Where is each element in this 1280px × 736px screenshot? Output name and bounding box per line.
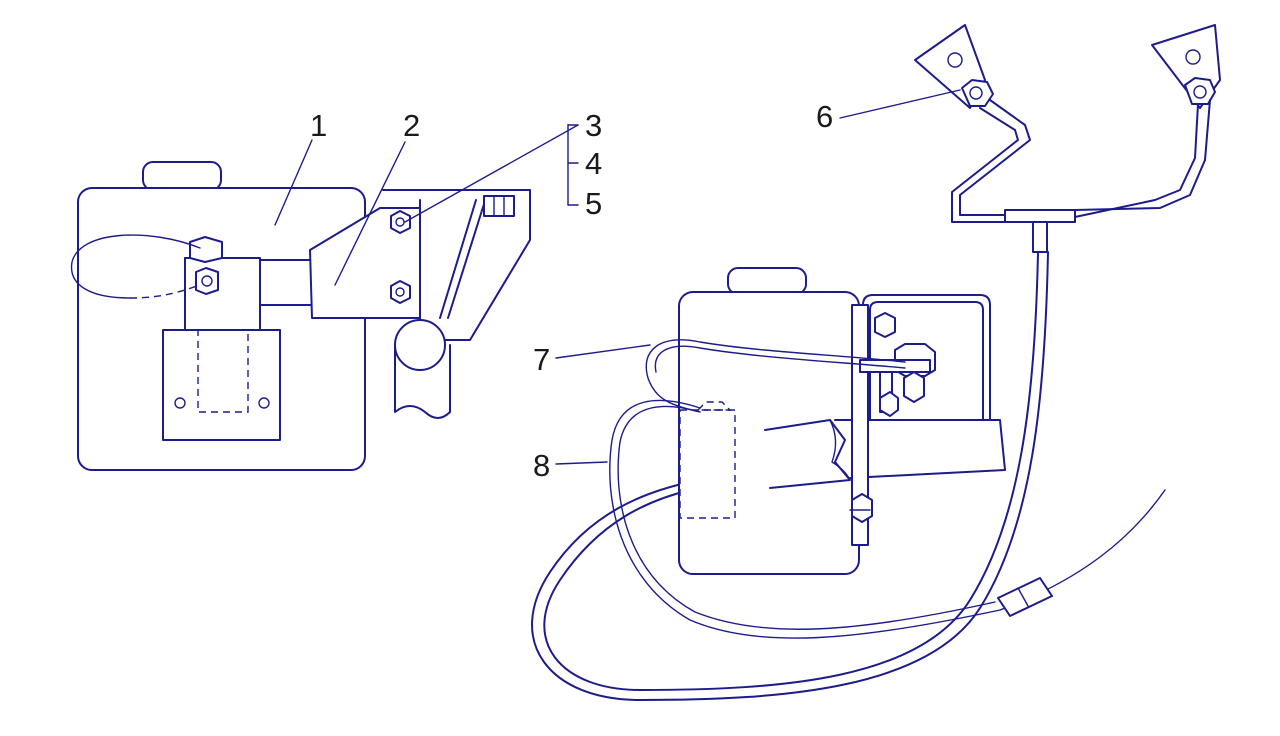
- right-view: [531, 24, 1221, 701]
- callout-6: 6: [816, 99, 833, 134]
- callout-5: 5: [585, 186, 602, 221]
- wire-8: [609, 399, 1166, 639]
- callout-1: 1: [310, 108, 327, 143]
- nozzle-left: [914, 24, 994, 109]
- frame-rail-right: [764, 419, 1006, 489]
- callout-8: 8: [533, 448, 550, 483]
- reservoir-right: [678, 267, 860, 575]
- wire-8-b: [617, 405, 996, 630]
- wire-7: [645, 339, 906, 413]
- callout-2: 2: [403, 108, 420, 143]
- callout-3: 3: [585, 108, 602, 143]
- callout-4: 4: [585, 146, 602, 181]
- u-bracket-right: [849, 294, 991, 546]
- strap-bracket: [184, 207, 421, 331]
- washer-hose-left-hidden: [129, 284, 201, 299]
- wire-connector: [997, 577, 1053, 617]
- bolt-upper-left: [390, 210, 411, 234]
- washer-hose-left: [70, 234, 201, 299]
- main-hose-inner: [531, 251, 1049, 701]
- main-hose: [543, 251, 1039, 691]
- wire-7-b: [654, 345, 906, 373]
- callout-7: 7: [533, 342, 550, 377]
- callout-leaders: [274, 89, 961, 465]
- left-view: [70, 161, 531, 471]
- frame-bracket-left: [382, 189, 531, 419]
- nozzle-hoses: [951, 99, 1211, 253]
- callout-labels: 1 2 3 4 5 6 7 8: [310, 99, 833, 483]
- bolt-lower-left: [390, 280, 411, 304]
- nozzle-right: [1151, 24, 1221, 109]
